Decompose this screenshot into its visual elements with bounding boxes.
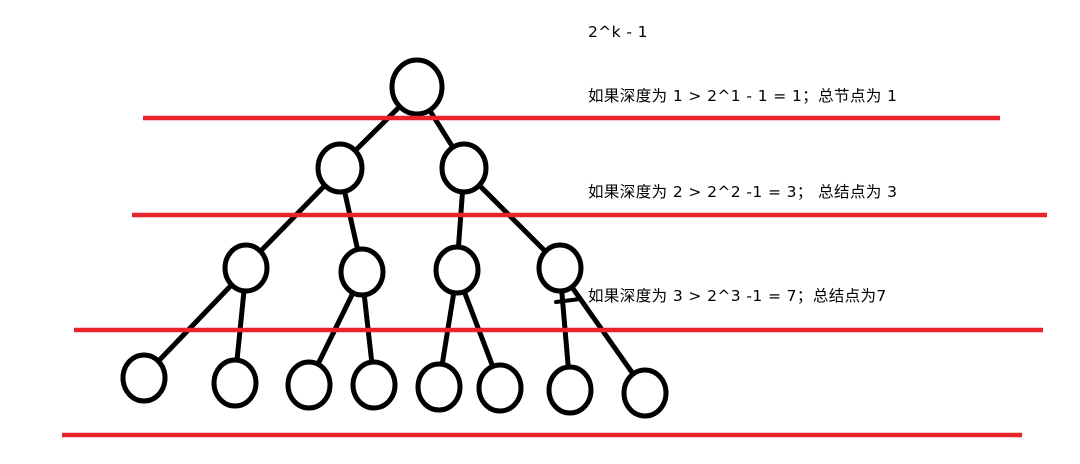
annotation-depth-2: 如果深度为 2 > 2^2 -1 = 3； 总结点为 3 [588,183,898,201]
stray-dash-icon [554,297,582,304]
tree-node-circle [350,359,398,411]
tree-node-circle [439,141,489,195]
tree-node-circle [338,246,386,298]
tree-node-circle [621,367,669,419]
tree-node-circle [433,244,481,296]
tree-edge [475,181,549,255]
tree-node-circle [222,242,270,294]
tree-node-circle [546,364,594,416]
stray-pen-mark [554,297,582,304]
tree-edge [426,106,457,151]
tree-edge [257,182,329,255]
tree-edge [234,287,247,364]
tree-edge [341,187,361,254]
tree-node-circle [285,359,333,411]
tree-node-circle [389,57,445,117]
tree-edge [351,103,404,154]
tree-edges-group [155,103,637,378]
annotation-depth-3: 如果深度为 3 > 2^3 -1 = 7；总结点为7 [588,287,887,305]
red-separator-lines-group [62,115,1047,438]
tree-node-circle [120,352,168,404]
tree-edge [155,281,235,365]
tree-node-circle [476,362,524,414]
tree-node-circle [536,242,584,294]
tree-nodes-group [120,57,669,419]
tree-edge [455,188,466,251]
tree-node-circle [415,361,463,413]
annotation-depth-1: 如果深度为 1 > 2^1 - 1 = 1；总节点为 1 [588,87,898,105]
title-formula: 2^k - 1 [588,23,648,41]
tree-node-circle [211,357,259,409]
tree-node-circle [315,141,365,195]
